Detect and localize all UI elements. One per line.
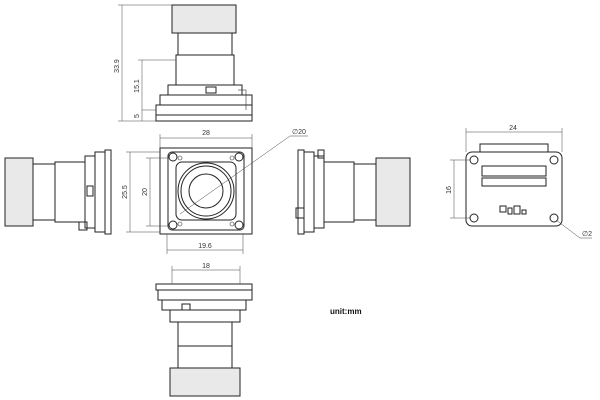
- dim-height-lens: 15.1: [134, 79, 141, 93]
- back-view: 24 16 ∅2: [446, 125, 592, 239]
- dim-width-bottom: 19.6: [198, 243, 212, 250]
- dim-mount-hole: ∅2: [582, 231, 592, 238]
- dim-back-width: 24: [509, 125, 517, 132]
- dim-width-top: 28: [202, 130, 210, 137]
- dim-height-outer: 25.5: [122, 185, 129, 199]
- dim-hole-spacing: 16: [446, 186, 453, 194]
- left-view: [4, 149, 112, 235]
- top-view: 33.9 15.1 5: [114, 4, 253, 122]
- dim-height-board: 5: [134, 114, 141, 118]
- dim-bottom-width: 18: [202, 263, 210, 270]
- dim-lens-diameter: ∅20: [292, 129, 306, 136]
- unit-label: unit:mm: [330, 307, 362, 316]
- dim-height-total: 33.9: [114, 59, 121, 73]
- bottom-view: 18: [155, 263, 253, 397]
- front-view: 28 19.6 25.5 20 ∅20: [122, 129, 308, 254]
- right-view: [295, 149, 411, 235]
- dim-height-inner: 20: [142, 188, 149, 196]
